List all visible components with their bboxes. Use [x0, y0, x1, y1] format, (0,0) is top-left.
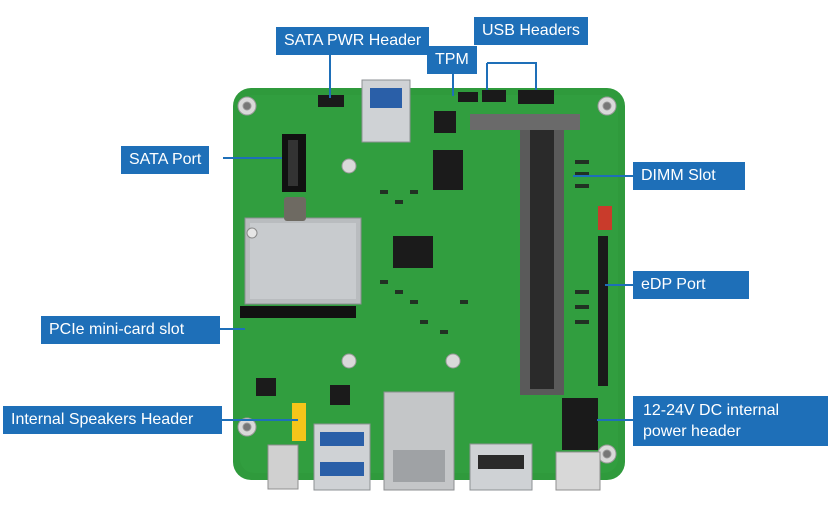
tpm-header-connector	[458, 92, 478, 102]
lan-port	[383, 391, 455, 491]
callout-dc-power-header-line1: 12-24V DC internal	[643, 402, 780, 419]
usb-dual-port	[313, 423, 371, 491]
leader-lines	[220, 52, 633, 421]
audio-jack	[267, 444, 299, 490]
speaker-header-connector	[292, 403, 306, 441]
callout-edp-port: eDP Port	[633, 271, 749, 299]
usb-header-connector-1	[482, 90, 506, 102]
callout-dc-power-header-line2: power header	[643, 423, 741, 440]
callout-dc-power-header: 12-24V DC internal power header	[633, 396, 828, 446]
capacitor	[284, 197, 306, 221]
smd-components	[380, 160, 589, 334]
callout-pcie-mini-card-slot: PCIe mini-card slot	[41, 316, 220, 344]
dc-power-header-connector	[555, 398, 601, 491]
usb-top-port	[361, 79, 411, 143]
pcie-slot-connector	[240, 306, 356, 318]
hdmi-port	[469, 443, 533, 491]
callout-internal-speakers-header: Internal Speakers Header	[3, 406, 222, 434]
pcie-mini-card	[244, 217, 362, 305]
usb-header-connector-2	[518, 90, 554, 104]
red-jumper	[598, 206, 612, 230]
chips	[256, 111, 463, 405]
callout-usb-headers: USB Headers	[474, 17, 588, 45]
sata-power-header-connector	[318, 95, 344, 107]
sata-port-connector	[282, 134, 306, 192]
dimm-slot-connector	[470, 114, 580, 395]
edp-port-connector	[598, 236, 608, 386]
callout-dimm-slot: DIMM Slot	[633, 162, 745, 190]
callout-sata-port: SATA Port	[121, 146, 210, 174]
callout-tpm: TPM	[427, 46, 477, 74]
callout-sata-pwr-header: SATA PWR Header	[276, 27, 430, 55]
